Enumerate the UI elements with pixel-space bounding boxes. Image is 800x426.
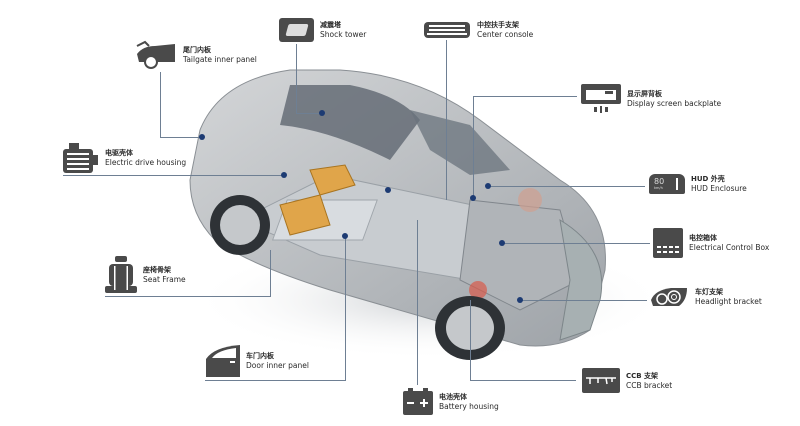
label-zh: 中控扶手支架 — [477, 21, 519, 29]
label-en: Center console — [477, 30, 534, 39]
display-icon — [581, 84, 621, 113]
label-en: Display screen backplate — [627, 99, 722, 108]
marker-dot — [281, 172, 287, 178]
label-zh: 电池壳体 — [439, 392, 467, 401]
marker-dot — [485, 183, 491, 189]
label-zh: 车门内板 — [246, 352, 274, 360]
label-zh: 电控箱体 — [689, 234, 717, 242]
headlight-icon — [651, 288, 687, 306]
door-icon — [206, 345, 240, 377]
label-zh: 车灯支架 — [695, 288, 723, 296]
label-zh: 电驱壳体 — [105, 149, 133, 157]
label-en: Tailgate inner panel — [183, 55, 257, 64]
label-zh: 显示屏背板 — [627, 90, 662, 98]
control-box-icon — [653, 228, 683, 258]
label-en: Battery housing — [439, 401, 499, 411]
tailgate-icon — [136, 40, 175, 69]
marker-dot — [517, 297, 523, 303]
battery-icon — [403, 388, 433, 415]
marker-dot — [499, 240, 505, 246]
label-en: Headlight bracket — [695, 297, 762, 306]
marker-dot — [470, 195, 476, 201]
label-zh: HUD 外壳 — [691, 175, 725, 183]
label-zh: 座椅骨架 — [143, 266, 171, 274]
hud-icon: 80 km/h — [649, 174, 685, 194]
marker-dot — [199, 134, 205, 140]
label-en: Shock tower — [320, 30, 367, 39]
hud-speed: 80 — [654, 177, 665, 186]
label-en: HUD Enclosure — [691, 184, 747, 193]
seat-icon — [105, 256, 137, 293]
marker-dot — [385, 187, 391, 193]
marker-dot — [319, 110, 325, 116]
label-zh: 尾门内板 — [183, 46, 211, 54]
shock-tower-icon — [279, 18, 314, 42]
hud-unit: km/h — [654, 186, 663, 190]
label-zh: 减震塔 — [320, 21, 341, 29]
label-en: Electric drive housing — [105, 158, 187, 167]
label-en: Seat Frame — [143, 275, 186, 284]
label-en: Door inner panel — [246, 361, 309, 370]
label-en: CCB bracket — [626, 380, 673, 390]
motor-icon — [63, 143, 98, 173]
label-en: Electrical Control Box — [689, 243, 770, 252]
center-console-icon — [424, 22, 470, 38]
label-zh: CCB 支架 — [626, 371, 659, 380]
ccb-icon — [582, 368, 620, 393]
marker-dot — [342, 233, 348, 239]
